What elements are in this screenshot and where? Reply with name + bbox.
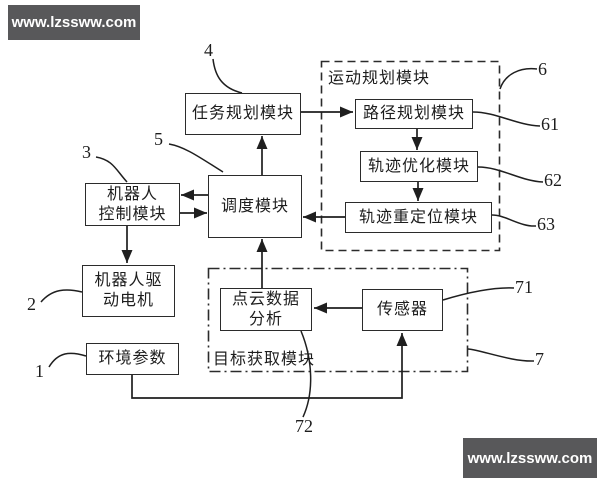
- ref-label-62: 62: [544, 170, 562, 190]
- box-robot-control-label: 机器人 控制模块: [98, 185, 167, 223]
- box-path-planning-module: 路径规划模块: [355, 99, 473, 129]
- box-path-planning-label: 路径规划模块: [362, 105, 465, 122]
- leader-ref-3: [95, 156, 128, 183]
- group-motion-planning-border: [320, 60, 501, 252]
- ref-label-61: 61: [541, 114, 559, 134]
- ref-label-63: 63: [537, 214, 555, 234]
- box-trajectory-optimization-label: 轨迹优化模块: [367, 157, 470, 175]
- box-sensor-label: 传感器: [376, 301, 428, 318]
- box-sensor: 传感器: [362, 289, 443, 331]
- box-trajectory-optimization-module: 轨迹优化模块: [360, 151, 478, 182]
- group-target-acquisition-border: [207, 267, 469, 373]
- leader-ref-7: [467, 348, 535, 362]
- leader-ref-6: [499, 67, 538, 90]
- ref-label-7: 7: [535, 349, 544, 369]
- ref-label-4: 4: [204, 40, 213, 60]
- leader-ref-71: [442, 287, 515, 301]
- box-scheduling-module: 调度模块: [208, 175, 302, 238]
- box-point-cloud-analysis: 点云数据 分析: [220, 288, 312, 331]
- box-task-planning-label: 任务规划模块: [191, 105, 294, 122]
- box-trajectory-relocation-label: 轨迹重定位模块: [358, 208, 478, 226]
- box-robot-drive-motor-label: 机器人驱 动电机: [94, 272, 163, 309]
- ref-label-3: 3: [82, 142, 91, 162]
- box-point-cloud-analysis-label: 点云数据 分析: [231, 290, 300, 328]
- leader-ref-5: [168, 143, 224, 173]
- box-scheduling-label: 调度模块: [220, 197, 289, 215]
- arrow-environment-to-sensor: [131, 333, 408, 399]
- ref-label-72: 72: [295, 416, 313, 436]
- ref-label-1: 1: [35, 361, 44, 381]
- ref-label-5: 5: [154, 129, 163, 149]
- box-environment-parameters-label: 环境参数: [98, 350, 167, 367]
- box-task-planning-module: 任务规划模块: [185, 93, 301, 135]
- leader-ref-1: [48, 352, 87, 368]
- group-motion-planning-title: 运动规划模块: [328, 70, 431, 87]
- leader-ref-62: [477, 166, 544, 183]
- leader-ref-72: [300, 330, 312, 418]
- box-robot-drive-motor: 机器人驱 动电机: [82, 265, 175, 317]
- box-environment-parameters: 环境参数: [86, 343, 179, 375]
- leader-ref-4: [212, 58, 243, 94]
- leader-ref-63: [491, 214, 537, 227]
- ref-label-2: 2: [27, 294, 36, 314]
- box-robot-control-module: 机器人 控制模块: [85, 183, 180, 226]
- ref-label-71: 71: [515, 277, 533, 297]
- group-target-acquisition-title: 目标获取模块: [213, 351, 316, 368]
- leader-ref-2: [40, 289, 83, 303]
- leader-ref-61: [472, 111, 541, 127]
- watermark-banner-top-left: www.lzssww.com: [8, 5, 140, 40]
- box-trajectory-relocation-module: 轨迹重定位模块: [345, 202, 492, 233]
- ref-label-6: 6: [538, 59, 547, 79]
- watermark-banner-bottom-right: www.lzssww.com: [463, 438, 597, 478]
